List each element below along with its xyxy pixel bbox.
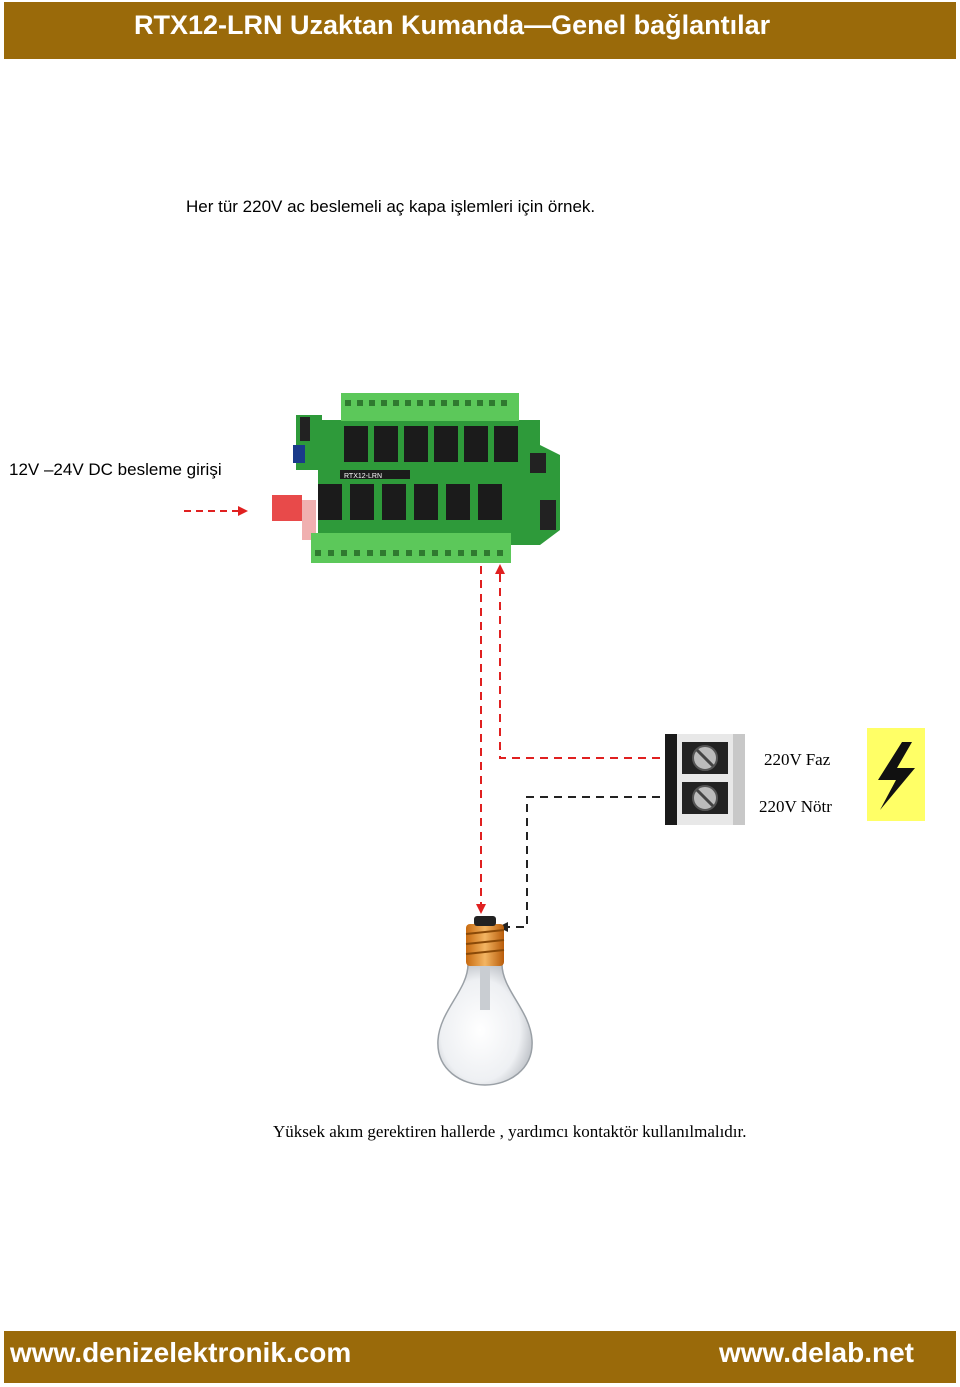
terminal-block-image (665, 734, 745, 825)
intro-text: Her tür 220V ac beslemeli aç kapa işleml… (186, 197, 596, 216)
phase-wire (495, 564, 660, 759)
footer-link-right[interactable]: www.delab.net (719, 1337, 914, 1368)
high-voltage-icon (867, 728, 925, 821)
neutral-wire (498, 796, 660, 932)
footer-link-left[interactable]: www.denizelektronik.com (10, 1337, 352, 1368)
page-title: RTX12-LRN Uzaktan Kumanda—Genel bağlantı… (134, 10, 771, 40)
note-text: Yüksek akım gerektiren hallerde , yardım… (273, 1122, 747, 1141)
light-bulb-image (437, 916, 533, 1086)
header-bar: RTX12-LRN Uzaktan Kumanda—Genel bağlantı… (4, 2, 956, 59)
dc-input-label: 12V –24V DC besleme girişi (9, 460, 222, 479)
relay-board-image: RTX12-LRN (272, 393, 560, 563)
phase-label: 220V Faz (764, 750, 831, 769)
board-marking: RTX12-LRN (344, 473, 382, 480)
footer-bar: www.denizelektronik.com www.delab.net (4, 1331, 956, 1383)
neutral-label: 220V Nötr (759, 797, 832, 816)
